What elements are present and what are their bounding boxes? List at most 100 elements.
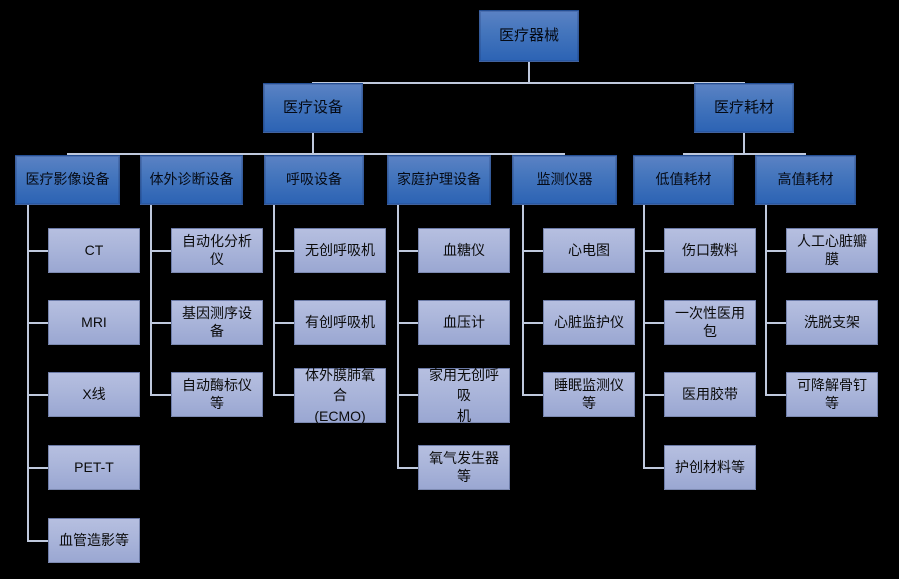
leaf-biodegradable-bone-screw[interactable]: 可降解骨钉等	[786, 372, 878, 417]
leaf-home-noninvasive-ventilator[interactable]: 家用无创呼吸 机	[418, 367, 510, 424]
connector-ivd-stub-2	[150, 322, 171, 324]
node-label: 呼吸设备	[286, 171, 342, 188]
node-label: 睡眠监测仪等	[554, 377, 624, 411]
node-label-line1: 家用无创呼吸	[429, 367, 499, 404]
leaf-disposable-medical-kit[interactable]: 一次性医用包	[664, 300, 756, 345]
connector-homecare-spine	[397, 205, 399, 467]
connector-root-bus	[312, 82, 745, 84]
node-label: 人工心脏瓣膜	[797, 233, 867, 267]
connector-equipment-stem	[312, 133, 314, 155]
connector-lowvalue-stub-4	[643, 467, 664, 469]
leaf-sleep-monitor[interactable]: 睡眠监测仪等	[543, 372, 635, 417]
leaf-noninvasive-ventilator[interactable]: 无创呼吸机	[294, 228, 386, 273]
leaf-pet-t[interactable]: PET-T	[48, 445, 140, 490]
connector-homecare-stub-3	[397, 394, 418, 396]
node-label: X线	[82, 385, 106, 402]
leaf-glucose-meter[interactable]: 血糖仪	[418, 228, 510, 273]
node-label: 血压计	[443, 313, 485, 330]
connector-consumables-stem	[743, 133, 745, 155]
connector-monitor-stub-3	[522, 394, 543, 396]
node-label: 医用胶带	[682, 385, 738, 402]
node-low-value-consumables[interactable]: 低值耗材	[633, 155, 734, 205]
connector-ivd-spine	[150, 205, 152, 395]
node-label: 医疗设备	[282, 98, 343, 116]
leaf-drug-eluting-stent[interactable]: 洗脱支架	[786, 300, 878, 345]
connector-ivd-stub-3	[150, 394, 171, 396]
node-label: 心电图	[568, 241, 610, 258]
node-label: MRI	[81, 313, 107, 330]
node-label: 一次性医用包	[675, 305, 745, 339]
node-label: 自动化分析仪	[182, 233, 252, 267]
connector-resp-spine	[273, 205, 275, 395]
node-imaging-equipment[interactable]: 医疗影像设备	[15, 155, 120, 205]
connector-highvalue-spine	[765, 205, 767, 395]
connector-homecare-stub-1	[397, 250, 418, 252]
node-label: 体外诊断设备	[149, 171, 234, 188]
connector-resp-stub-1	[273, 250, 294, 252]
node-monitoring-instruments[interactable]: 监测仪器	[512, 155, 617, 205]
leaf-mri[interactable]: MRI	[48, 300, 140, 345]
node-label: 可降解骨钉等	[797, 377, 867, 411]
node-root-medical-devices[interactable]: 医疗器械	[479, 10, 579, 62]
connector-lowvalue-stub-3	[643, 394, 664, 396]
leaf-wound-care-material[interactable]: 护创材料等	[664, 445, 756, 490]
node-label: 家庭护理设备	[397, 171, 481, 188]
leaf-oxygen-generator[interactable]: 氧气发生器等	[418, 445, 510, 490]
leaf-ct[interactable]: CT	[48, 228, 140, 273]
leaf-elisa-analyzer[interactable]: 自动酶标仪等	[171, 372, 263, 417]
node-label: CT	[84, 241, 104, 258]
connector-lowvalue-stub-2	[643, 322, 664, 324]
connector-lowvalue-stub-1	[643, 250, 664, 252]
node-medical-equipment[interactable]: 医疗设备	[263, 83, 363, 133]
leaf-sphygmomanometer[interactable]: 血压计	[418, 300, 510, 345]
connector-monitor-stub-1	[522, 250, 543, 252]
leaf-gene-sequencer[interactable]: 基因测序设备	[171, 300, 263, 345]
connector-monitor-spine	[522, 205, 524, 395]
node-label: 自动酶标仪等	[182, 377, 252, 411]
connector-highvalue-stub-3	[765, 394, 786, 396]
node-ivd-equipment[interactable]: 体外诊断设备	[140, 155, 243, 205]
leaf-invasive-ventilator[interactable]: 有创呼吸机	[294, 300, 386, 345]
leaf-artificial-heart-valve[interactable]: 人工心脏瓣膜	[786, 228, 878, 273]
connector-imaging-spine	[27, 205, 29, 542]
connector-monitor-stub-2	[522, 322, 543, 324]
node-label: 伤口敷料	[682, 241, 738, 258]
connector-consumables-bus	[683, 153, 805, 155]
connector-resp-stub-2	[273, 322, 294, 324]
node-high-value-consumables[interactable]: 高值耗材	[755, 155, 856, 205]
leaf-medical-tape[interactable]: 医用胶带	[664, 372, 756, 417]
leaf-ecg[interactable]: 心电图	[543, 228, 635, 273]
leaf-angiography[interactable]: 血管造影等	[48, 518, 140, 563]
node-label: PET-T	[74, 458, 114, 475]
node-label: 医疗器械	[498, 26, 559, 44]
node-label-line2: 机	[457, 407, 471, 424]
node-label: 洗脱支架	[804, 313, 860, 330]
node-label: 血管造影等	[59, 531, 129, 548]
node-label: 血糖仪	[443, 241, 485, 258]
node-label: 护创材料等	[675, 458, 745, 475]
node-medical-consumables[interactable]: 医疗耗材	[694, 83, 794, 133]
connector-ivd-stub-1	[150, 250, 171, 252]
connector-imaging-stub-5	[27, 540, 48, 542]
leaf-xray[interactable]: X线	[48, 372, 140, 417]
connector-highvalue-stub-1	[765, 250, 786, 252]
leaf-automated-analyzer[interactable]: 自动化分析仪	[171, 228, 263, 273]
connector-imaging-stub-3	[27, 394, 48, 396]
connector-lowvalue-spine	[643, 205, 645, 467]
node-label: 医疗影像设备	[25, 171, 110, 188]
leaf-wound-dressing[interactable]: 伤口敷料	[664, 228, 756, 273]
node-label: 监测仪器	[536, 171, 593, 188]
node-respiratory-equipment[interactable]: 呼吸设备	[264, 155, 364, 205]
node-label-line2: (ECMO)	[314, 407, 366, 424]
leaf-ecmo[interactable]: 体外膜肺氧合 (ECMO)	[294, 367, 386, 424]
node-label: 心脏监护仪	[554, 313, 624, 330]
connector-imaging-stub-1	[27, 250, 48, 252]
node-label: 有创呼吸机	[305, 313, 375, 330]
leaf-cardiac-monitor[interactable]: 心脏监护仪	[543, 300, 635, 345]
node-label: 无创呼吸机	[305, 241, 375, 258]
connector-homecare-stub-4	[397, 467, 418, 469]
node-label: 基因测序设备	[182, 305, 252, 339]
node-homecare-equipment[interactable]: 家庭护理设备	[387, 155, 491, 205]
node-label: 医疗耗材	[713, 98, 774, 116]
